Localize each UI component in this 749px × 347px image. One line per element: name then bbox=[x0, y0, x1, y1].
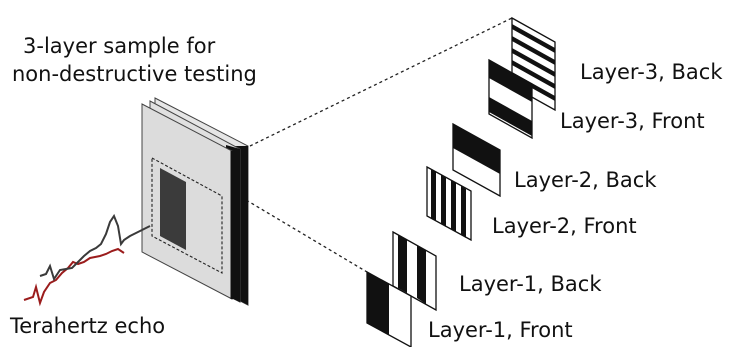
terahertz-echo-label: Terahertz echo bbox=[9, 314, 165, 338]
hidden-pattern-region bbox=[160, 168, 186, 250]
sample-title-line2: non-destructive testing bbox=[12, 62, 257, 86]
scan-area-outline bbox=[151, 157, 223, 274]
layer-3-front-image bbox=[488, 58, 533, 140]
projection-line-top bbox=[249, 17, 513, 147]
layer-1-back-image bbox=[392, 230, 437, 312]
terahertz-echo-waveform bbox=[23, 213, 151, 307]
echo-trace-red bbox=[23, 247, 125, 307]
layer-3-front-label: Layer-3, Front bbox=[560, 109, 705, 133]
sample-stack bbox=[141, 97, 249, 306]
layer-1-back-label: Layer-1, Back bbox=[459, 272, 602, 296]
layer-2-back-label: Layer-2, Back bbox=[514, 168, 657, 192]
layer-1-front-image bbox=[366, 270, 412, 347]
sample-title-line1: 3-layer sample for bbox=[23, 34, 216, 58]
layer-1-front-label: Layer-1, Front bbox=[428, 318, 573, 342]
layer-2-back-image bbox=[452, 122, 501, 198]
projection-line-bottom bbox=[235, 193, 368, 273]
echo-trace-dark bbox=[39, 213, 151, 282]
layer-3-back-label: Layer-3, Back bbox=[580, 60, 723, 84]
layer-2-front-label: Layer-2, Front bbox=[492, 214, 637, 238]
layer-2-front-image bbox=[426, 165, 472, 242]
